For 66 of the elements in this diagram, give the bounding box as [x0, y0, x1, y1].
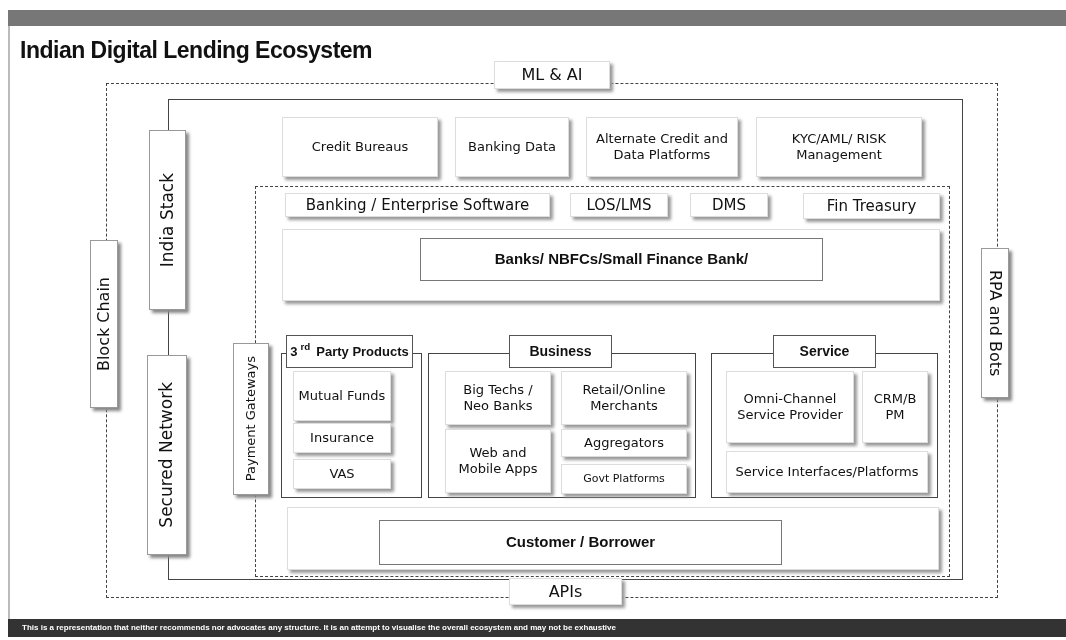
box-label: Banks/ NBFCs/Small Finance Bank/ [494, 249, 749, 270]
process-box [420, 238, 823, 281]
process-box [285, 193, 550, 217]
box-label: Aggregators [584, 434, 664, 452]
vertical-label-box [981, 248, 1009, 398]
vertical-label: Secured Network [155, 382, 178, 528]
label-box [494, 61, 610, 89]
group-heading: Service [773, 335, 876, 368]
process-box [561, 429, 687, 457]
vertical-label-box [147, 355, 187, 555]
box-label: Retail/Online Merchants [581, 381, 667, 415]
process-box [690, 193, 768, 217]
process-box [379, 520, 782, 565]
vertical-label: Payment Gateways [242, 356, 260, 482]
process-box [282, 117, 438, 177]
group-panel [428, 335, 696, 498]
label-box [509, 578, 622, 605]
process-box [586, 117, 738, 177]
box-label: Web and Mobile Apps [457, 444, 539, 478]
box-label: Service Interfaces/Platforms [735, 463, 919, 481]
diagram-title: Indian Digital Lending Ecosystem [20, 36, 373, 65]
process-box [293, 371, 391, 421]
vertical-label: RPA and Bots [985, 269, 1006, 377]
process-box [455, 117, 569, 177]
box-label: Alternate Credit and Data Platforms [595, 130, 729, 164]
box-label: CRM/B PM [872, 390, 918, 424]
box-label: Credit Bureaus [311, 138, 409, 156]
box-label: Fin Treasury [826, 196, 917, 216]
box-label: LOS/LMS [586, 195, 652, 215]
process-box [561, 371, 687, 425]
process-box [756, 117, 922, 177]
vertical-label: Block Chain [93, 276, 114, 372]
process-box [803, 193, 940, 219]
vertical-label-box [149, 130, 186, 310]
process-box [570, 193, 668, 217]
box-label: Customer / Borrower [505, 532, 656, 553]
process-box [726, 371, 854, 443]
vertical-label-box [233, 343, 269, 495]
box-label: Banking Data [468, 138, 556, 156]
group-heading: 3$^{rd}$ Party Products [286, 335, 413, 368]
footnote: This is a representation that neither recommends nor advocates any structure. It is an attempt to visualise the overall ecosystem and may not be exhaustive [22, 622, 616, 634]
process-box [293, 423, 391, 453]
panel [282, 229, 940, 301]
vertical-label-box [90, 240, 118, 408]
box-label: Mutual Funds [298, 387, 386, 405]
box-label: VAS [329, 465, 355, 483]
group-heading: Business [509, 335, 612, 368]
process-box [726, 451, 928, 493]
process-box [561, 464, 687, 494]
box-label: ML & AI [521, 64, 583, 86]
box-label: APIs [548, 580, 583, 603]
group-panel [281, 335, 422, 498]
box-label: Banking / Enterprise Software [305, 195, 530, 215]
process-box [445, 429, 551, 493]
box-label: KYC/AML/ RISK Management [790, 130, 888, 164]
group-panel [711, 335, 938, 498]
process-box [445, 371, 551, 425]
process-box [293, 459, 391, 489]
process-box [862, 371, 928, 443]
vertical-label: India Stack [155, 172, 178, 268]
box-label: Govt Platforms [583, 472, 665, 486]
box-label: Big Techs / Neo Banks [462, 381, 534, 415]
box-label: Omni-Channel Service Provider [736, 390, 844, 424]
panel [287, 507, 939, 570]
box-label: Insurance [310, 429, 374, 447]
box-label: DMS [712, 195, 746, 215]
